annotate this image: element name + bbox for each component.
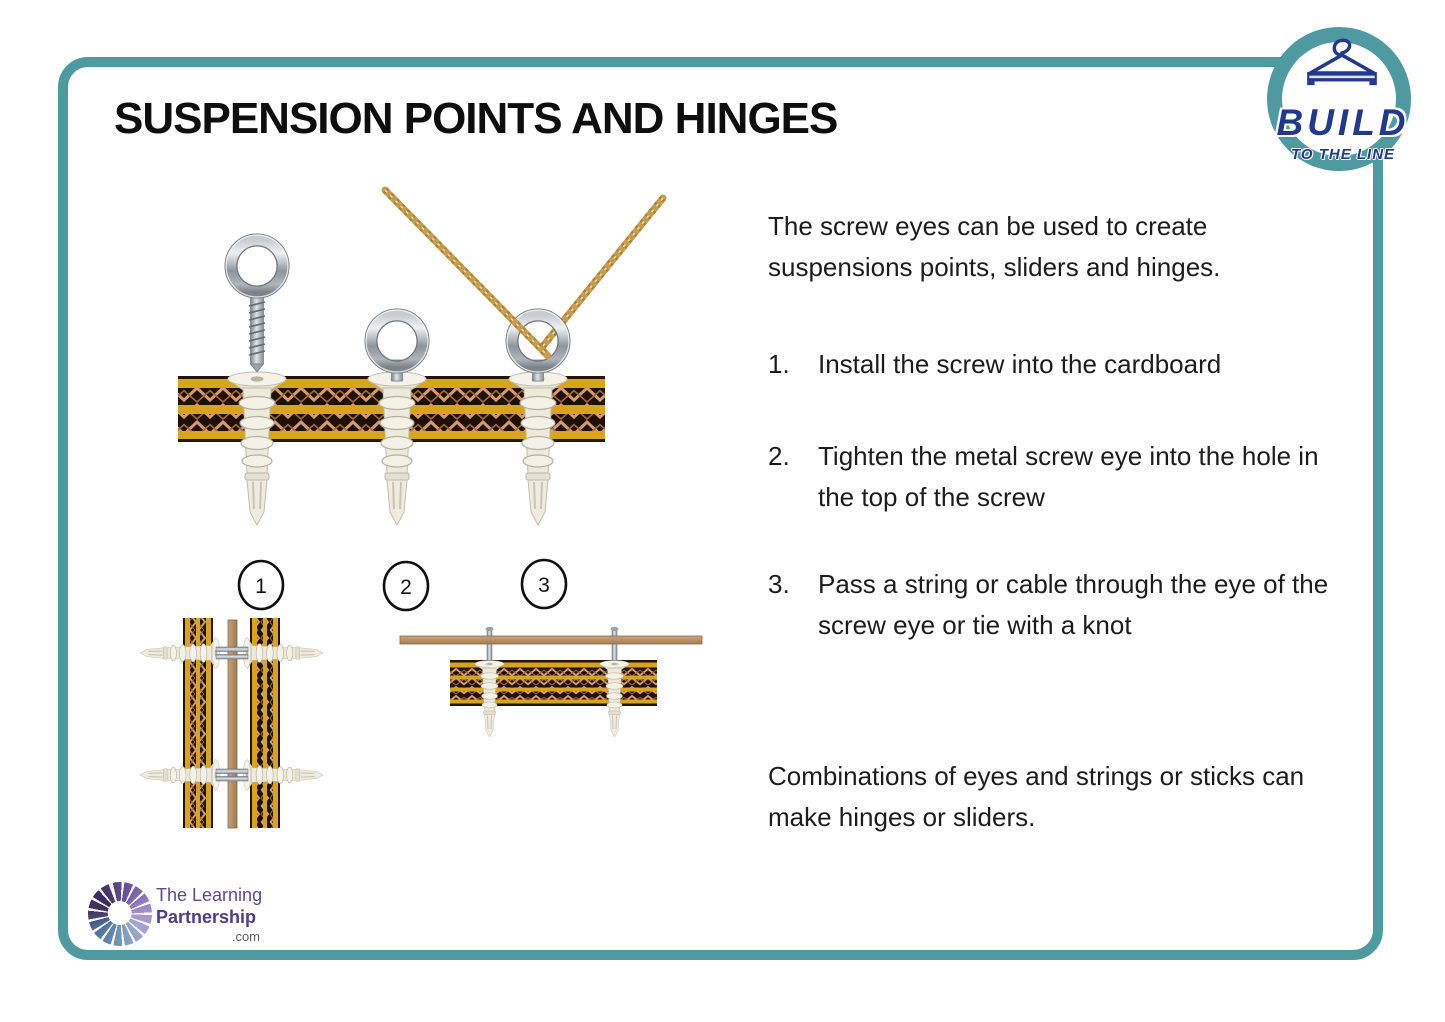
tlp-line2: Partnership (156, 907, 257, 927)
step-item-2: 2. Tighten the metal screw eye into the … (768, 436, 1333, 518)
cardboard-strip-right (250, 618, 280, 828)
step-circle-1-label: 1 (255, 575, 267, 598)
step-circle-2: 2 (382, 560, 430, 612)
step-item-1: 1. Install the screw into the cardboard (768, 344, 1333, 385)
hinge-metal-pins-top (215, 646, 249, 660)
slider-example (399, 626, 703, 738)
hinge-example (139, 618, 324, 829)
outro-paragraph: Combinations of eyes and strings or stic… (768, 761, 1305, 832)
step-1-number: 1. (768, 349, 790, 379)
pinwheel-icon (79, 873, 161, 955)
metal-screw-eye-1 (226, 235, 288, 373)
hinge-metal-pins-bottom (215, 768, 249, 782)
step-circle-3: 3 (520, 558, 568, 610)
intro-paragraph: The screw eyes can be used to create sus… (768, 211, 1221, 282)
build-logo-wordmark: BUILD (1276, 102, 1410, 143)
cardboard-strip-left (183, 618, 213, 828)
tlp-line1: The Learning (156, 885, 263, 905)
learning-partnership-logo: The Learning Partnership .com (79, 873, 346, 955)
string-left-strand (381, 186, 552, 360)
page-title: SUSPENSION POINTS AND HINGES (114, 94, 838, 143)
step-1-text: Install the screw into the cardboard (818, 349, 1222, 379)
metal-screw-eye-2 (366, 310, 428, 382)
tlp-line3: .com (231, 929, 260, 944)
step-2-text: Tighten the metal screw eye into the hol… (818, 441, 1319, 512)
step-circle-1: 1 (237, 559, 285, 611)
wood-stick-vertical (227, 619, 238, 829)
step-2-number: 2. (768, 441, 790, 471)
figure-suspension-points-and-hinges: 1 2 3 (139, 186, 703, 829)
learning-partnership-text: The Learning Partnership .com (156, 884, 266, 946)
step-3-text: Pass a string or cable through the eye o… (818, 569, 1329, 640)
wood-stick-horizontal (399, 635, 703, 645)
hanger-icon (1307, 38, 1377, 86)
step-3-number: 3. (768, 569, 790, 599)
cardboard-sheet-slider (450, 660, 657, 706)
build-to-the-line-logo: BUILD TO THE LINE (1262, 22, 1424, 182)
step-item-3: 3. Pass a string or cable through the ey… (768, 564, 1333, 646)
step-circle-2-label: 2 (400, 576, 412, 599)
step-circle-3-label: 3 (538, 574, 550, 597)
build-logo-tagline: TO THE LINE (1290, 146, 1396, 163)
